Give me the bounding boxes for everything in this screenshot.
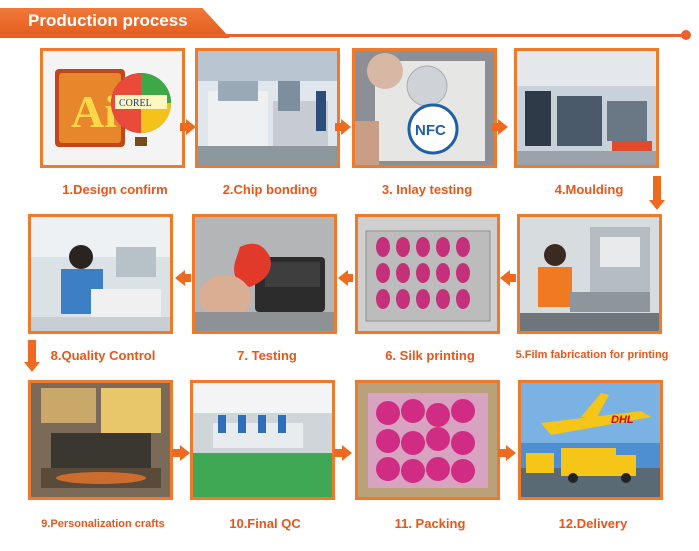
step-image — [355, 214, 500, 334]
step-label: 3. Inlay testing — [381, 182, 473, 197]
arrow-shaft — [335, 123, 341, 131]
step-label: 7. Testing — [237, 348, 297, 363]
testing-image — [195, 217, 334, 331]
arrow-shaft — [28, 340, 36, 364]
header-tab — [0, 8, 230, 38]
moulding-image — [517, 51, 656, 165]
arrow-shaft — [498, 449, 506, 457]
film-fabrication-image — [520, 217, 659, 331]
arrow-left-icon — [175, 270, 185, 286]
arrow-right-icon — [186, 119, 196, 135]
inlay-testing-image: NFC — [355, 51, 494, 165]
header-rule — [0, 34, 690, 37]
arrow-shaft — [653, 176, 661, 202]
step-label: 4.Moulding — [554, 182, 624, 197]
step-image — [28, 380, 173, 500]
dhl-logo-text: DHL — [611, 414, 634, 426]
arrow-right-icon — [341, 119, 351, 135]
arrow-shaft — [348, 274, 353, 282]
step-image — [514, 48, 659, 168]
step-image: NFC — [352, 48, 497, 168]
step-label: 1.Design confirm — [62, 182, 168, 197]
arrow-down-icon — [24, 362, 40, 372]
arrow-right-icon — [506, 445, 516, 461]
silk-printing-image — [358, 217, 497, 331]
step-image — [517, 214, 662, 334]
design-logos-image: Ai COREL — [43, 51, 182, 165]
step-label: 11. Packing — [394, 516, 466, 531]
arrow-shaft — [180, 123, 186, 131]
step-label: 9.Personalization crafts — [41, 518, 165, 530]
arrow-shaft — [334, 449, 342, 457]
quality-control-image — [31, 217, 170, 331]
nfc-label: NFC — [415, 122, 446, 139]
step-label: 6. Silk printing — [385, 348, 475, 363]
step-image — [28, 214, 173, 334]
arrow-right-icon — [498, 119, 508, 135]
packing-image — [358, 383, 497, 497]
arrow-down-icon — [649, 200, 665, 210]
step-label: 8.Quality Control — [50, 348, 156, 363]
personalization-image — [31, 383, 170, 497]
arrow-left-icon — [338, 270, 348, 286]
arrow-right-icon — [342, 445, 352, 461]
page-title: Production process — [28, 11, 188, 30]
corel-logo-text: COREL — [119, 98, 152, 109]
header-dot — [681, 30, 691, 40]
step-image — [190, 380, 335, 500]
header: Production process — [0, 0, 699, 40]
arrow-shaft — [172, 449, 180, 457]
step-image: Ai COREL — [40, 48, 185, 168]
ai-logo-text: Ai — [71, 86, 117, 137]
arrow-left-icon — [500, 270, 510, 286]
step-image: DHL — [518, 380, 663, 500]
step-image — [192, 214, 337, 334]
step-label: 5.Film fabrication for printing — [515, 349, 669, 361]
arrow-shaft — [492, 123, 498, 131]
step-label: 12.Delivery — [558, 516, 628, 531]
arrow-shaft — [185, 274, 191, 282]
step-image — [355, 380, 500, 500]
delivery-image: DHL — [521, 383, 660, 497]
step-label: 2.Chip bonding — [222, 182, 318, 197]
step-image — [195, 48, 340, 168]
arrow-right-icon — [180, 445, 190, 461]
final-qc-image — [193, 383, 332, 497]
arrow-shaft — [510, 274, 516, 282]
step-label: 10.Final QC — [229, 516, 301, 531]
chip-bonding-image — [198, 51, 337, 165]
